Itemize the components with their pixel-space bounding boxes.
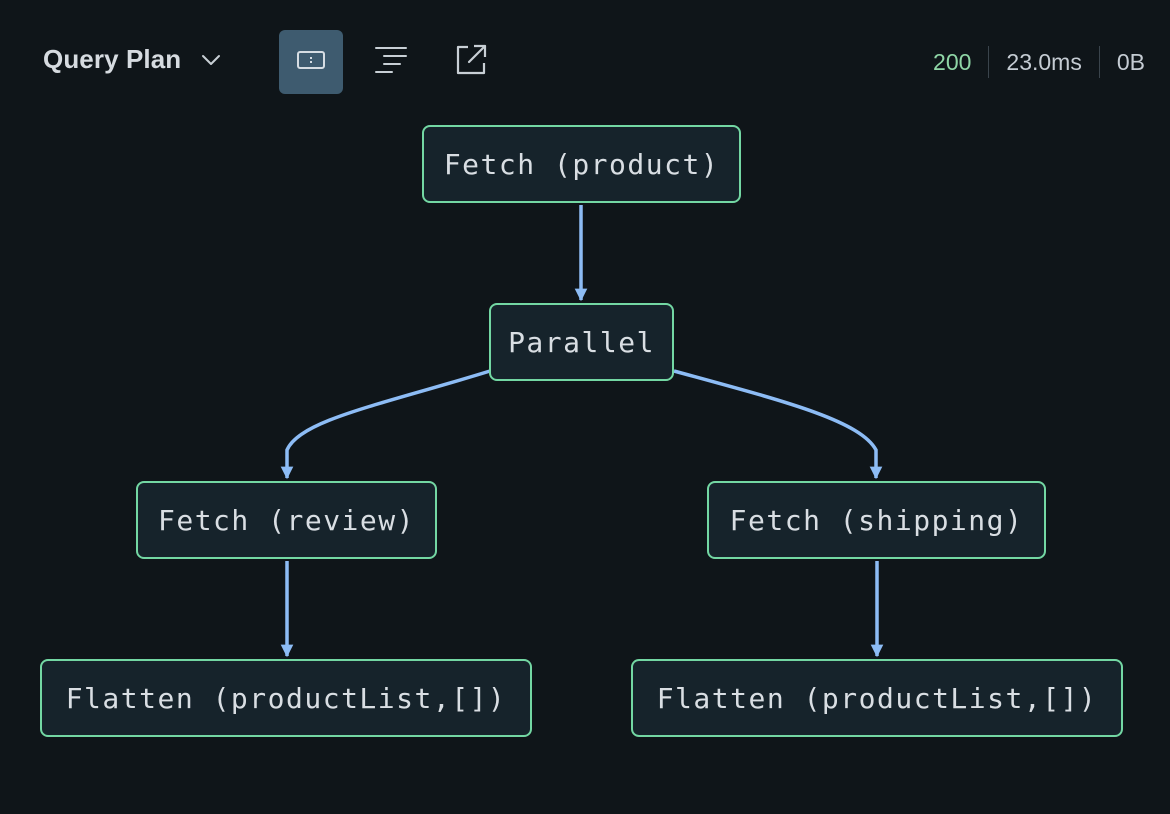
edge-parallel-to-review — [280, 369, 491, 480]
node-fetch-review[interactable]: Fetch (review) — [136, 481, 437, 559]
external-link-icon — [454, 43, 488, 82]
status-code: 200 — [933, 48, 972, 75]
node-fetch-product[interactable]: Fetch (product) — [422, 125, 741, 203]
response-duration: 23.0ms — [1006, 48, 1082, 75]
node-parallel[interactable]: Parallel — [489, 303, 674, 381]
chevron-down-icon — [201, 54, 221, 66]
response-stats: 200 23.0ms 0B — [933, 46, 1145, 78]
stats-divider — [1098, 46, 1100, 78]
view-mode-label: Query Plan — [43, 44, 182, 74]
text-view-button[interactable] — [359, 30, 423, 94]
edge-parallel-to-shipping — [673, 369, 883, 480]
graph-view-button[interactable] — [279, 30, 343, 94]
text-view-icon — [374, 46, 408, 79]
node-fetch-shipping[interactable]: Fetch (shipping) — [707, 481, 1046, 559]
node-flatten-shipping[interactable]: Flatten (productList,[]) — [631, 659, 1123, 737]
response-size: 0B — [1116, 48, 1145, 75]
toolbar: Query Plan — [0, 0, 1170, 124]
stats-divider — [988, 46, 990, 78]
node-flatten-review[interactable]: Flatten (productList,[]) — [40, 659, 532, 737]
view-mode-dropdown[interactable]: Query Plan — [43, 44, 221, 75]
popout-button[interactable] — [439, 30, 503, 94]
graph-view-icon — [297, 50, 325, 74]
